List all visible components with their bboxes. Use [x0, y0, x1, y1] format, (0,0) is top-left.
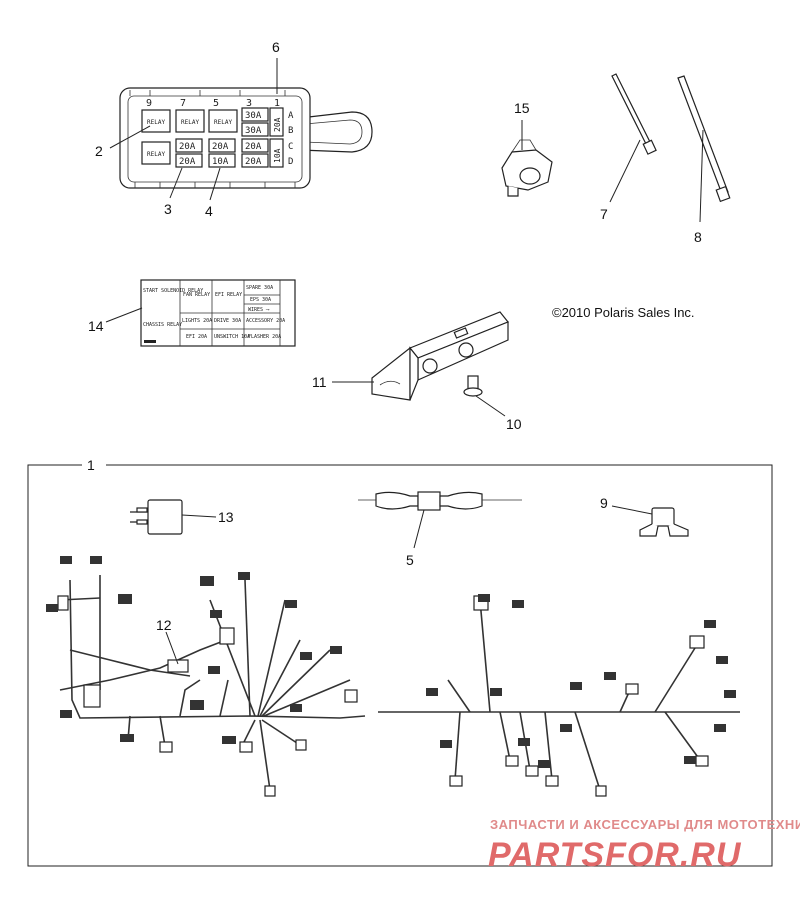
- watermark-tagline: ЗАПЧАСТИ И АКСЕССУАРЫ ДЛЯ МОТОТЕХНИКИ: [490, 817, 800, 832]
- part-14-decal: START SOLENOID RELAY FAN RELAY EFI RELAY…: [140, 279, 296, 347]
- part-11-bracket: [371, 311, 509, 401]
- harness-frame: [27, 464, 773, 867]
- fuse-label: 20A: [245, 142, 262, 152]
- fuse-box: 9 7 5 3 1 RELAY RELAY RELAY RELAY 30A 30…: [119, 87, 373, 189]
- fuse-box-top-number: 5: [213, 98, 219, 109]
- callout-6: 6: [272, 39, 280, 55]
- decal-cell: EFI 20A: [186, 334, 207, 340]
- part-9-diode: [639, 507, 689, 537]
- part-7-cable-tie: [611, 73, 657, 155]
- side-fuse-label: 20A: [273, 117, 282, 132]
- fuse-label: 20A: [179, 157, 196, 167]
- part-13-relay: [130, 499, 183, 535]
- decal-cell: FLASHER 20A: [248, 334, 281, 340]
- part-8-cable-tie: [677, 75, 731, 203]
- side-fuse-label: 10A: [273, 148, 282, 163]
- part-10-screw: [463, 375, 483, 397]
- callout-7: 7: [600, 206, 608, 222]
- decal-cell: EFI RELAY: [215, 292, 242, 298]
- decal-cell: WIRES ⟶: [248, 307, 270, 313]
- decal-cell: START SOLENOID RELAY: [143, 288, 203, 294]
- decal-cell: UNSWITCH 10A: [214, 334, 250, 340]
- callout-5: 5: [406, 552, 414, 568]
- callout-2: 2: [95, 143, 103, 159]
- row-letter: C: [288, 142, 293, 152]
- callout-4: 4: [205, 203, 213, 219]
- part-15-connector: [501, 139, 553, 197]
- callout-12: 12: [156, 617, 172, 633]
- fuse-label: 20A: [212, 142, 229, 152]
- fuse-label: 20A: [179, 142, 196, 152]
- fuse-label: 20A: [245, 157, 262, 167]
- callout-8: 8: [694, 229, 702, 245]
- decal-cell: DRIVE 30A: [214, 318, 241, 324]
- decal-cell: FAN RELAY: [183, 292, 210, 298]
- callout-9: 9: [600, 495, 608, 511]
- copyright-text: ©2010 Polaris Sales Inc.: [552, 305, 695, 320]
- fuse-label: 30A: [245, 126, 262, 136]
- decal-cell: EPS 30A: [250, 297, 271, 303]
- decal-cell: LIGHTS 20A: [182, 318, 212, 324]
- fuse-box-top-number: 3: [246, 98, 252, 109]
- fuse-box-top-number: 9: [146, 98, 152, 109]
- relay-label: RELAY: [181, 119, 199, 126]
- part-12-harness-left: [46, 556, 366, 797]
- callout-11: 11: [312, 374, 327, 390]
- row-letter: D: [288, 157, 293, 167]
- callout-15: 15: [514, 100, 530, 116]
- relay-label: RELAY: [147, 151, 165, 158]
- part-5-inline-fuse: [358, 491, 522, 511]
- fuse-label: 10A: [212, 157, 229, 167]
- decal-cell: CHASSIS RELAY: [143, 322, 182, 328]
- harness-right: [378, 594, 740, 797]
- callout-3: 3: [164, 201, 172, 217]
- fuse-box-top-number: 7: [180, 98, 186, 109]
- callout-13: 13: [218, 509, 234, 525]
- callout-14: 14: [88, 318, 104, 334]
- fuse-label: 30A: [245, 111, 262, 121]
- callout-1: 1: [87, 457, 95, 473]
- watermark-brand: PARTSFOR.RU: [488, 836, 742, 874]
- callout-10: 10: [506, 416, 522, 432]
- decal-cell: ACCESSORY 20A: [246, 318, 285, 324]
- relay-label: RELAY: [147, 119, 165, 126]
- relay-label: RELAY: [214, 119, 232, 126]
- decal-cell: SPARE 30A: [246, 285, 273, 291]
- fuse-box-top-number: 1: [274, 98, 280, 109]
- row-letter: A: [288, 111, 294, 121]
- row-letter: B: [288, 126, 293, 136]
